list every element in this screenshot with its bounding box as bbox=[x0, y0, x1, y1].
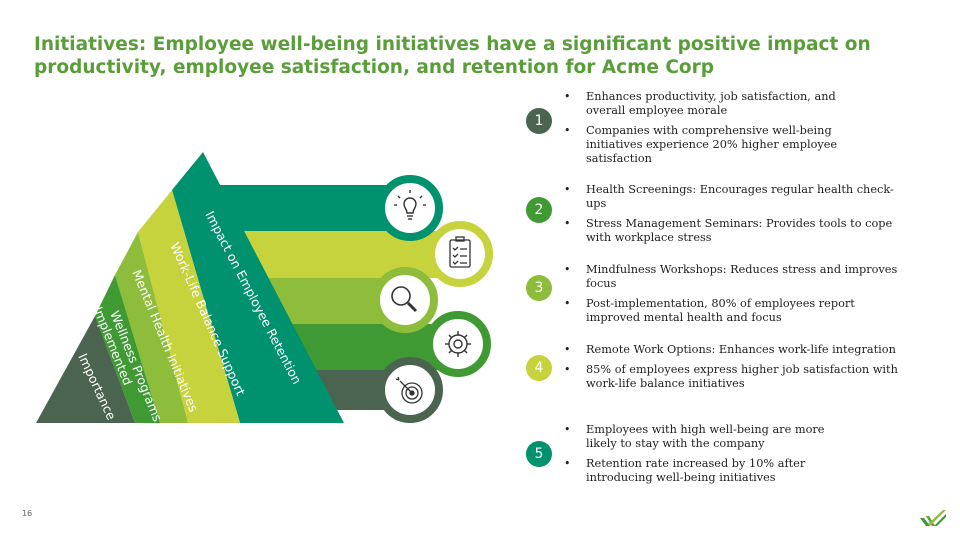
item-bullets-3: Mindfulness Workshops: Reduces stress an… bbox=[564, 263, 909, 331]
pyramid-layer-3 bbox=[115, 232, 188, 423]
pyramid-layer-1 bbox=[172, 152, 344, 423]
bullet-item: Employees with high well-being are more … bbox=[564, 423, 856, 451]
item-number-2: 2 bbox=[526, 197, 552, 223]
item-number-4: 4 bbox=[526, 355, 552, 381]
item-number-3: 3 bbox=[526, 275, 552, 301]
item-bullets-5: Employees with high well-being are more … bbox=[564, 423, 909, 491]
item-bullets-2: Health Screenings: Encourages regular he… bbox=[564, 183, 909, 251]
icon-circle-2 bbox=[427, 221, 493, 287]
pyramid-layer-2 bbox=[138, 190, 240, 423]
page-number: 16 bbox=[22, 509, 33, 518]
checklist-icon bbox=[449, 236, 471, 268]
bullet-item: Stress Management Seminars: Provides too… bbox=[564, 217, 906, 245]
pyramid-layer-4 bbox=[95, 275, 160, 423]
item-bullets-4: Remote Work Options: Enhances work-life … bbox=[564, 343, 909, 397]
slide-title: Initiatives: Employee well-being initiat… bbox=[34, 34, 871, 78]
pyramid-layer-5 bbox=[36, 316, 135, 423]
bullet-item: Enhances productivity, job satisfaction,… bbox=[564, 90, 861, 118]
bullet-item: Companies with comprehensive well-being … bbox=[564, 124, 886, 166]
bullet-item: Remote Work Options: Enhances work-life … bbox=[564, 343, 909, 357]
gear-icon bbox=[445, 331, 471, 357]
icon-circle-3 bbox=[372, 267, 438, 333]
item-number-1: 1 bbox=[526, 108, 552, 134]
bullet-item: 85% of employees express higher job sati… bbox=[564, 363, 916, 391]
bullet-item: Post-implementation, 80% of employees re… bbox=[564, 297, 906, 325]
icon-circle-4 bbox=[425, 311, 491, 377]
magnifier-icon bbox=[391, 286, 418, 313]
icon-circle-5 bbox=[377, 357, 443, 423]
lightbulb-icon bbox=[394, 190, 426, 220]
bullet-item: Retention rate increased by 10% after in… bbox=[564, 457, 861, 485]
company-logo-icon bbox=[920, 510, 946, 526]
item-row-3: 3 Mindfulness Workshops: Reduces stress … bbox=[526, 263, 926, 343]
item-row-5: 5 Employees with high well-being are mor… bbox=[526, 423, 926, 503]
item-row-2: 2 Health Screenings: Encourages regular … bbox=[526, 183, 926, 263]
item-row-1: 1 Enhances productivity, job satisfactio… bbox=[526, 90, 926, 170]
bullet-item: Mindfulness Workshops: Reduces stress an… bbox=[564, 263, 909, 291]
icon-circle-1 bbox=[377, 175, 443, 241]
item-number-5: 5 bbox=[526, 441, 552, 467]
target-icon bbox=[395, 376, 423, 404]
item-bullets-1: Enhances productivity, job satisfaction,… bbox=[564, 90, 909, 172]
bar-1 bbox=[210, 185, 410, 231]
bullet-item: Health Screenings: Encourages regular he… bbox=[564, 183, 909, 211]
item-row-4: 4 Remote Work Options: Enhances work-lif… bbox=[526, 343, 926, 423]
